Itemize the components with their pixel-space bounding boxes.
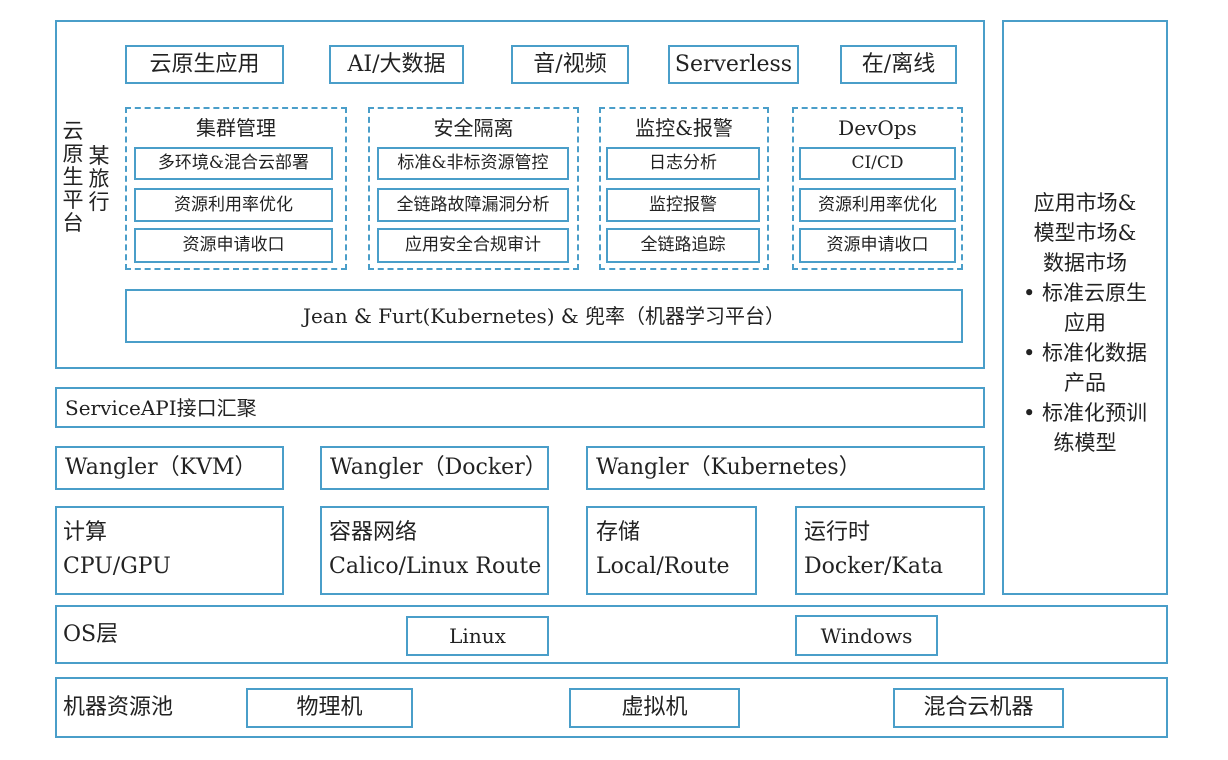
machine-virtual: 虚拟机: [569, 688, 740, 728]
group-title-cluster-management: 集群管理: [196, 116, 276, 140]
group-item: 标准&非标资源管控: [377, 147, 569, 180]
os-layer: [55, 605, 1168, 664]
market-line: 应用市场&: [1033, 191, 1137, 215]
group-monitoring-alerting: [599, 107, 769, 270]
machine-pool-label: 机器资源池: [63, 695, 174, 720]
group-item: 资源申请收口: [799, 228, 956, 263]
group-security-isolation: [368, 107, 579, 270]
resource-storage-title: 存储: [596, 520, 641, 545]
os-linux: Linux: [406, 616, 549, 656]
group-item: CI/CD: [799, 147, 956, 180]
resource-network-title: 容器网络: [329, 520, 418, 545]
resource-compute: [55, 506, 284, 595]
market-line: 数据市场: [1043, 251, 1127, 275]
service-api-bar: ServiceAPI接口汇聚: [55, 387, 985, 428]
market-line: • 标准化预训: [1022, 401, 1148, 425]
resource-container-network: [320, 506, 549, 595]
group-item: 资源利用率优化: [799, 188, 956, 222]
app-cloud-native: 云原生应用: [125, 45, 284, 84]
market-panel: [1002, 20, 1168, 595]
group-devops: [792, 107, 963, 270]
group-item: 资源申请收口: [134, 228, 333, 263]
resource-storage-detail: Local/Route: [596, 554, 730, 579]
market-line: 练模型: [1053, 431, 1117, 455]
group-item: 全链路追踪: [606, 228, 760, 263]
os-windows: Windows: [795, 615, 938, 656]
group-title-devops: DevOps: [838, 116, 917, 140]
resource-storage: [586, 506, 757, 595]
app-online-offline: 在/离线: [840, 45, 957, 84]
app-serverless: Serverless: [668, 45, 799, 84]
wangler-docker: Wangler（Docker）: [320, 446, 549, 490]
group-item: 应用安全合规审计: [377, 228, 569, 263]
resource-runtime-title: 运行时: [804, 520, 871, 545]
group-title-monitoring-alerting: 监控&报警: [635, 116, 733, 140]
machine-physical: 物理机: [246, 688, 413, 728]
market-line: 产品: [1064, 371, 1106, 395]
market-line: • 标准化数据: [1022, 341, 1148, 365]
resource-runtime-detail: Docker/Kata: [804, 554, 943, 579]
base-platform-bar: Jean & Furt(Kubernetes) & 兜率（机器学习平台）: [125, 289, 963, 343]
group-item: 多环境&混合云部署: [134, 147, 333, 180]
app-ai-bigdata: AI/大数据: [329, 45, 464, 84]
group-item: 资源利用率优化: [134, 188, 333, 222]
group-item: 监控报警: [606, 188, 760, 222]
group-title-security-isolation: 安全隔离: [433, 116, 514, 140]
machine-hybrid-cloud: 混合云机器: [893, 688, 1064, 728]
group-item: 日志分析: [606, 147, 760, 180]
market-line: 模型市场&: [1033, 221, 1137, 245]
platform-label-company: 某旅行: [88, 144, 110, 214]
platform-label-cloud-native: 云原生平台: [62, 119, 84, 235]
resource-runtime: [795, 506, 985, 595]
resource-compute-title: 计算: [63, 520, 108, 545]
resource-network-detail: Calico/Linux Route: [329, 554, 542, 579]
resource-compute-detail: CPU/GPU: [63, 554, 171, 579]
os-layer-label: OS层: [63, 622, 119, 647]
wangler-kvm: Wangler（KVM）: [55, 446, 284, 490]
app-audio-video: 音/视频: [511, 45, 629, 84]
wangler-kubernetes: Wangler（Kubernetes）: [586, 446, 985, 490]
market-lines: 应用市场& 模型市场& 数据市场 • 标准云原生 应用 • 标准化数据 产品 •…: [1002, 188, 1168, 458]
group-item: 全链路故障漏洞分析: [377, 188, 569, 222]
market-line: • 标准云原生: [1022, 281, 1148, 305]
group-cluster-management: [125, 107, 347, 270]
market-line: 应用: [1064, 311, 1106, 335]
